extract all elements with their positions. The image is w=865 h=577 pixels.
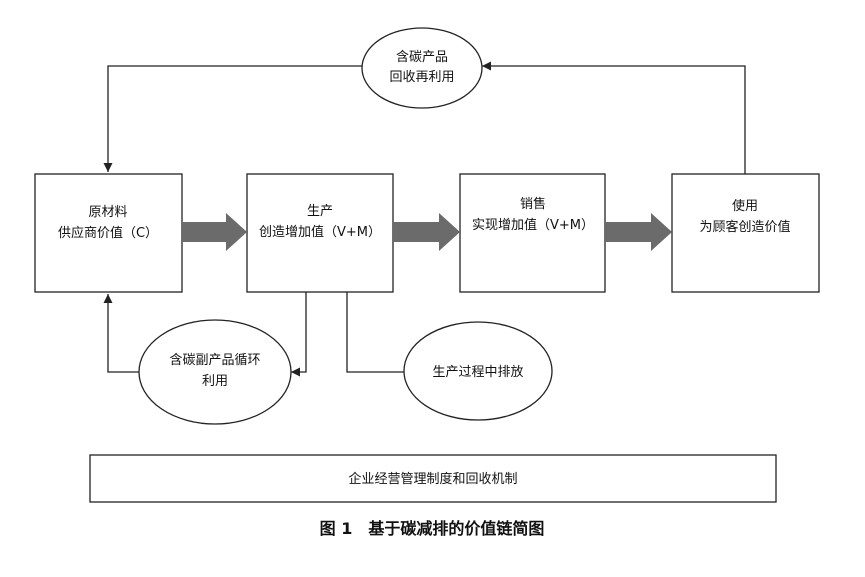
byproduct-connector-out bbox=[103, 294, 140, 373]
management-box: 企业经营管理制度和回收机制 bbox=[89, 454, 777, 503]
production-value: 创造增加值（V+M） bbox=[259, 224, 381, 240]
flow-arrow-raw-to-production bbox=[182, 213, 247, 251]
byproduct-connector-in bbox=[291, 292, 307, 377]
recycle-product-ellipse: 含碳产品 回收再利用 bbox=[361, 27, 483, 109]
production-title: 生产 bbox=[307, 204, 333, 219]
recycle-line2: 回收再利用 bbox=[389, 70, 454, 85]
recycle-connector-left bbox=[103, 65, 362, 172]
raw-material-value: 供应商价值（C） bbox=[58, 225, 158, 241]
usage-box: 使用 为顾客创造价值 bbox=[671, 173, 820, 293]
management-label: 企业经营管理制度和回收机制 bbox=[348, 471, 517, 487]
sales-title: 销售 bbox=[520, 196, 546, 212]
byproduct-line2: 利用 bbox=[202, 374, 228, 389]
flow-arrow-production-to-sales bbox=[393, 213, 460, 251]
emission-ellipse: 生产过程中排放 bbox=[403, 321, 553, 421]
emission-label: 生产过程中排放 bbox=[432, 365, 523, 380]
raw-material-title: 原材料 bbox=[88, 205, 127, 220]
sales-box: 销售 实现增加值（V+M） bbox=[459, 173, 606, 293]
production-box: 生产 创造增加值（V+M） bbox=[246, 173, 394, 293]
usage-title: 使用 bbox=[732, 198, 758, 214]
byproduct-line1: 含碳副产品循环 bbox=[169, 352, 260, 368]
sales-value: 实现增加值（V+M） bbox=[472, 217, 594, 233]
raw-material-box: 原材料 供应商价值（C） bbox=[34, 173, 183, 293]
byproduct-ellipse: 含碳副产品循环 利用 bbox=[138, 319, 292, 425]
emission-connector bbox=[346, 292, 404, 373]
usage-value: 为顾客创造价值 bbox=[699, 219, 790, 235]
recycle-connector-right bbox=[482, 61, 746, 174]
flow-arrow-sales-to-usage bbox=[605, 213, 672, 251]
figure-caption: 图 1 基于碳减排的价值链简图 bbox=[320, 519, 545, 538]
recycle-line1: 含碳产品 bbox=[396, 49, 448, 65]
